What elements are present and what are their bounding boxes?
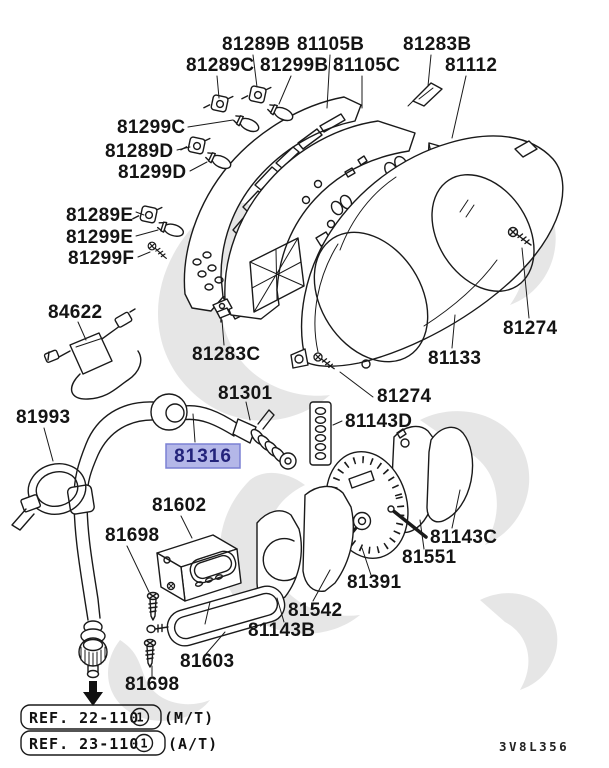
clip-81283c-icon (212, 298, 233, 323)
part-label-81133[interactable]: 81133 (428, 348, 481, 369)
diagram-code: 3V8L356 (499, 739, 569, 754)
bulb-icon (231, 112, 262, 135)
front-housing-drawing (290, 135, 564, 369)
cable-clamp-drawing (11, 463, 87, 531)
part-label-84622[interactable]: 84622 (48, 302, 102, 323)
bulb-icon (265, 101, 296, 124)
selected-part-callout[interactable]: 81316 (165, 443, 241, 469)
ref-note-text: REF. 22-110 (29, 709, 139, 727)
part-label-81542[interactable]: 81542 (288, 600, 342, 621)
part-label-81993[interactable]: 81993 (16, 407, 70, 428)
ref-note-box[interactable] (20, 704, 162, 730)
part-label-81698-2[interactable]: 81698 (125, 674, 179, 695)
down-arrow-icon (83, 681, 103, 706)
part-label-81299c[interactable]: 81299C (117, 117, 185, 138)
circled-number: 1 (136, 711, 143, 725)
ref-note-suffix: (M/T) (164, 709, 214, 727)
screw-81698-icon (146, 591, 160, 621)
part-label-81283b[interactable]: 81283B (403, 34, 471, 55)
screw-81698-icon-2 (143, 638, 157, 668)
part-label-81105c[interactable]: 81105C (333, 55, 400, 76)
part-label-81603[interactable]: 81603 (180, 651, 234, 672)
circled-number-icon (134, 733, 154, 753)
part-label-81143c[interactable]: 81143C (430, 527, 497, 548)
part-label-81274[interactable]: 81274 (503, 318, 557, 339)
part-label-81289c[interactable]: 81289C (186, 55, 254, 76)
lens-strip-drawing (309, 401, 332, 466)
selected-part-highlight-box[interactable] (165, 443, 241, 469)
part-label-81105b[interactable]: 81105B (297, 34, 364, 55)
part-label-81301[interactable]: 81301 (218, 383, 272, 404)
part-label-81289b[interactable]: 81289B (222, 34, 290, 55)
part-label-81283c[interactable]: 81283C (192, 344, 260, 365)
leader-lines (43, 54, 530, 677)
bulb-icon (156, 219, 186, 240)
gauge-assembly-drawing (256, 425, 474, 604)
part-label-81391[interactable]: 81391 (347, 572, 401, 593)
ref-note-mt[interactable]: REF. 22-110 1 (M/T) (20, 704, 214, 730)
part-label-81551[interactable]: 81551 (402, 547, 456, 568)
part-label-81112[interactable]: 81112 (445, 55, 497, 76)
part-label-81289d[interactable]: 81289D (105, 141, 173, 162)
selected-part-label-81316[interactable]: 81316 (174, 446, 232, 467)
part-label-81299b[interactable]: 81299B (260, 55, 328, 76)
ref-note-at[interactable]: REF. 23-110 1 (A/T) (20, 730, 218, 756)
ref-note-suffix: (A/T) (168, 735, 218, 753)
screw-81299f-icon (146, 241, 169, 259)
part-labels: 81289B 81105B 81283B 81289C 81299B 81105… (16, 34, 557, 695)
bulb-socket-icon (132, 201, 163, 225)
meter-bezel-drawing (156, 534, 242, 602)
part-label-81143d[interactable]: 81143D (345, 411, 412, 432)
back-plate-drawing (183, 96, 362, 320)
ref-note-text: REF. 23-110 (29, 735, 139, 753)
bulb-icon (203, 149, 234, 172)
speedo-cable-drawing (66, 393, 297, 706)
lower-bezel-drawing (146, 585, 286, 647)
circled-number-icon (130, 707, 150, 727)
part-label-81602[interactable]: 81602 (152, 495, 206, 516)
clip-81283b-icon (407, 82, 443, 107)
part-label-81289e[interactable]: 81289E (66, 205, 133, 226)
part-label-81143b[interactable]: 81143B (248, 620, 315, 641)
part-label-81274-2[interactable]: 81274 (377, 386, 431, 407)
sensor-84622-drawing (43, 308, 142, 400)
circled-number: 1 (140, 737, 147, 751)
part-label-81299e[interactable]: 81299E (66, 227, 133, 248)
part-label-81698[interactable]: 81698 (105, 525, 159, 546)
part-label-81299f[interactable]: 81299F (68, 248, 134, 269)
ref-note-box[interactable] (20, 730, 166, 756)
part-label-81299d[interactable]: 81299D (118, 162, 186, 183)
